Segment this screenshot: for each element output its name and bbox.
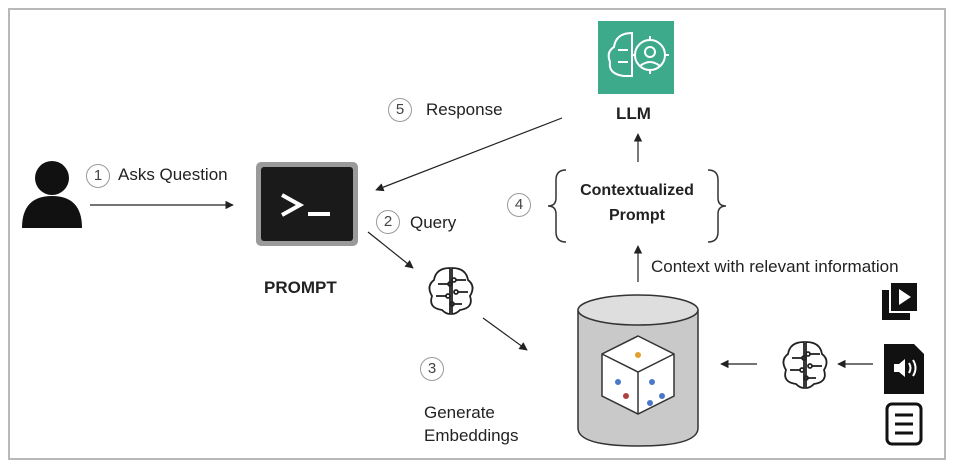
audio-file-icon xyxy=(884,344,924,394)
contextualized-prompt-line1: Contextualized xyxy=(580,182,694,199)
step-2-label: Query xyxy=(410,213,457,232)
llm-label: LLM xyxy=(616,104,651,123)
step-3-badge: 3 xyxy=(420,357,444,381)
brain-circuit-icon xyxy=(428,267,474,315)
step-5-label: Response xyxy=(426,100,503,119)
terminal-icon xyxy=(256,162,358,246)
arrow-prompt-to-embedder xyxy=(367,231,414,269)
step-3-label-line1: Generate xyxy=(424,403,495,422)
context-edge-label: Context with relevant information xyxy=(651,257,899,276)
arrow-llm-to-prompt xyxy=(375,117,563,192)
step-5-badge: 5 xyxy=(388,98,412,122)
step-1-label: Asks Question xyxy=(118,165,228,184)
step-4-badge: 4 xyxy=(507,193,531,217)
step-3-label-line2: Embeddings xyxy=(424,426,519,445)
step-2-badge: 2 xyxy=(376,210,400,234)
prompt-label: PROMPT xyxy=(264,278,337,297)
vector-database-icon xyxy=(577,294,699,447)
user-icon xyxy=(22,161,82,228)
context-brace-left xyxy=(547,169,567,243)
document-file-icon xyxy=(885,402,923,446)
contextualized-prompt-line2: Prompt xyxy=(609,207,665,224)
step-1-badge: 1 xyxy=(86,164,110,188)
context-brace-right xyxy=(707,169,727,243)
video-file-icon xyxy=(882,281,919,320)
arrow-embedder-to-db xyxy=(482,317,528,351)
brain-circuit-icon xyxy=(782,341,828,389)
llm-brain-gear-icon xyxy=(598,21,674,94)
diagram-frame xyxy=(8,8,946,460)
